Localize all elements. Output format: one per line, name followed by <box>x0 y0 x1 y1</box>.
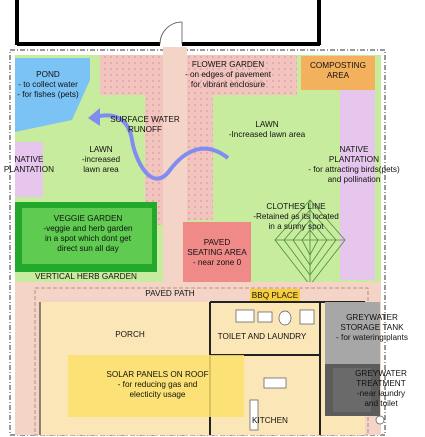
composting-area <box>301 56 375 90</box>
veggie-garden <box>22 208 152 264</box>
paved-path-label: PAVED PATH <box>145 289 195 298</box>
pond-label: POND- to collect water- for fishes (pets… <box>17 70 79 99</box>
top-building <box>15 0 321 46</box>
toilet-laundry-label: TOILET AND LAUNDRY <box>217 332 307 341</box>
pond <box>15 58 90 132</box>
solar-panels-label: SOLAR PANELS ON ROOF- for reducing gas a… <box>106 370 209 399</box>
solar-panels <box>68 355 244 417</box>
native-plantation-left <box>15 142 43 197</box>
fixtures <box>235 309 385 431</box>
lawn-main-label: LAWN-Increased lawn area <box>228 120 306 139</box>
runoff-arrow <box>91 113 230 181</box>
native-plantation-right <box>340 90 375 280</box>
greywater-tank <box>325 302 380 364</box>
porch-label: PORCH <box>115 330 145 339</box>
bbq-place <box>250 289 300 301</box>
bbq-label: BBQ PLACE <box>251 291 299 300</box>
herb-garden-label: VERTICAL HERB GARDEN <box>35 272 137 281</box>
paved-seating <box>183 222 251 282</box>
kitchen-label: KITCHEN <box>252 416 288 425</box>
